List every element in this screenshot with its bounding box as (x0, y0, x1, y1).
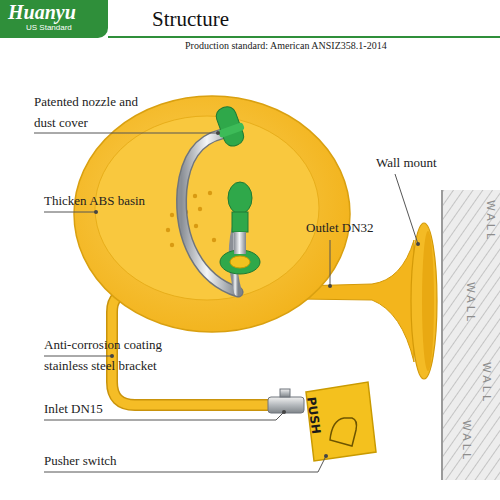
brand-tagline: US Standard (8, 23, 108, 33)
wall (442, 190, 500, 480)
leader-lines (34, 133, 418, 472)
wall-text: WALL (480, 362, 492, 404)
valve (268, 397, 304, 413)
wall-text: WALL (460, 420, 472, 462)
callout-label: Anti-corrosion coating stainless steel b… (44, 334, 194, 376)
callout-label: Inlet DN15 (44, 398, 194, 419)
wall-text: WALL (464, 282, 476, 324)
wall-hatch (442, 190, 500, 480)
basin (74, 96, 350, 332)
production-standard: Production standard: American ANSIZ358.1… (185, 39, 495, 53)
callout-label: Thicken ABS basin (44, 190, 194, 211)
brand-name: Huanyu (8, 0, 108, 23)
valve-stem (280, 389, 290, 397)
flange-edge (422, 231, 434, 371)
hand-icon (330, 418, 357, 446)
wall-text: WALL (484, 200, 496, 242)
callout-label: Pusher switch (44, 450, 194, 471)
wall-flange (411, 223, 437, 379)
lower-nozzle (220, 182, 260, 274)
top-nozzle (211, 103, 249, 149)
logo-badge: HuanyuUS Standard (0, 0, 108, 38)
header-rule (108, 36, 500, 38)
callout-label: Wall mount (376, 152, 476, 173)
page-title: Structure (152, 7, 229, 32)
leader-dots (94, 131, 420, 458)
callout-label: Outlet DN32 (306, 217, 406, 238)
callout-label: Patented nozzle and dust cover (34, 91, 152, 133)
wall-edge (441, 190, 443, 480)
